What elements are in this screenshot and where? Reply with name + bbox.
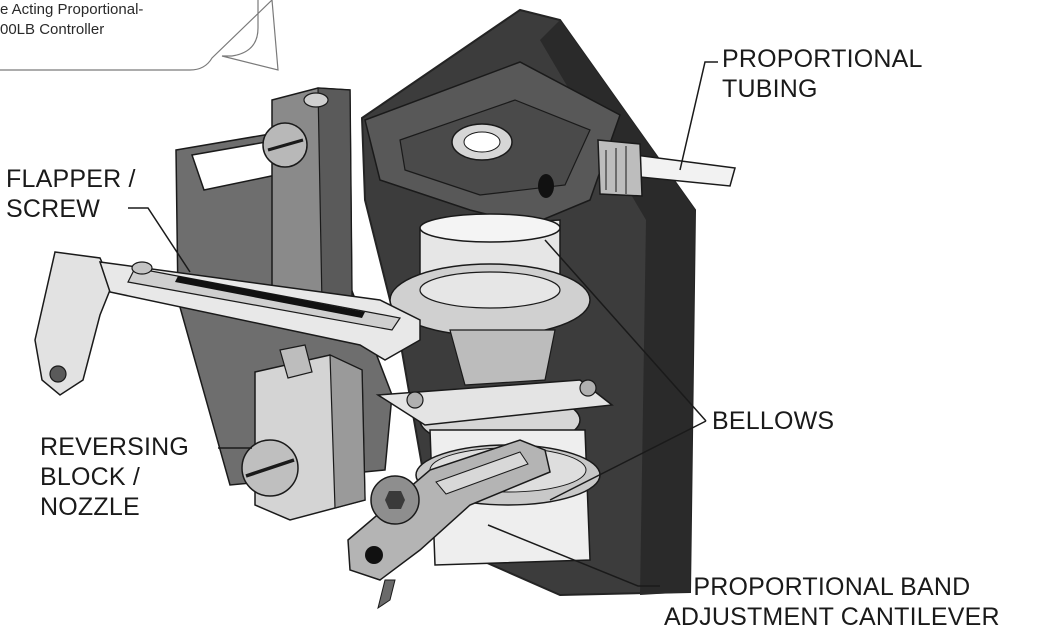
tubing-fitting <box>597 139 736 197</box>
leader-lines <box>128 61 718 587</box>
label-flapper-screw: FLAPPER / SCREW <box>6 165 136 223</box>
leader-bellows-upper <box>544 239 707 422</box>
callout-text: e Acting Proportional- 00LB Controller <box>0 1 144 38</box>
cantilever <box>347 439 551 610</box>
reversing-block <box>241 344 366 521</box>
center-plate <box>375 379 614 426</box>
label-proportional-tubing: PROPORTIONAL TUBING <box>722 45 923 103</box>
leader-cantilever <box>487 524 660 587</box>
leader-bellows-lower <box>549 420 707 501</box>
label-proportional-band-cantilever: PROPORTIONAL BAND ADJUSTMENT CANTILEVER <box>664 573 1000 631</box>
leader-flapper-screw <box>128 207 191 273</box>
label-reversing-block-nozzle: REVERSING BLOCK / NOZZLE <box>40 433 190 521</box>
flapper-arm <box>34 251 421 396</box>
label-bellows: BELLOWS <box>712 407 835 435</box>
upper-bellows <box>389 213 591 386</box>
vertical-post <box>262 87 353 316</box>
leader-proportional-tubing <box>679 61 718 171</box>
callout-bubble <box>0 0 279 71</box>
